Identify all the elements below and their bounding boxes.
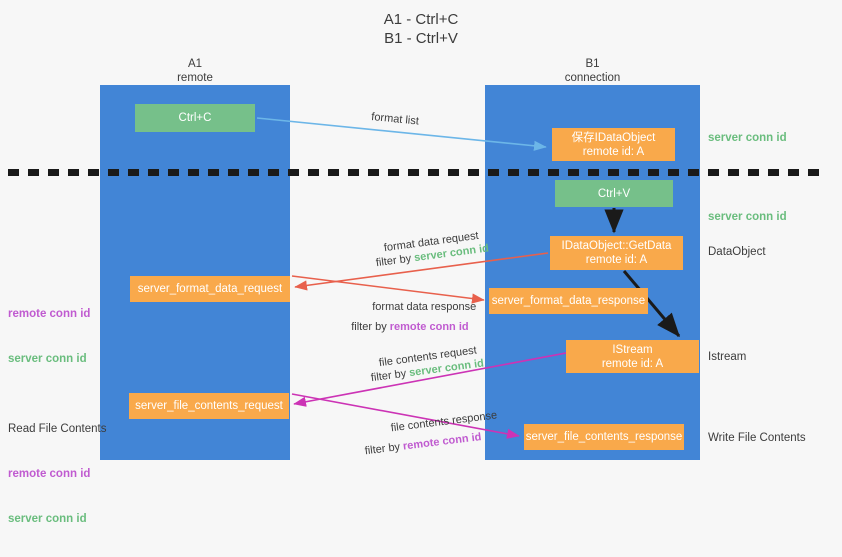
- filter-value-server-conn-id: server conn id: [413, 242, 490, 265]
- wire-label-format-data-response-filter: filter by remote conn id: [339, 305, 469, 350]
- filter-prefix: filter by: [351, 321, 390, 333]
- node-server-file-contents-response[interactable]: server_file_contents_response: [524, 424, 684, 450]
- wire-label-file-contents-response-filter: filter by remote conn id: [350, 415, 484, 475]
- right-label-server-conn-id-mid: server conn id: [708, 211, 787, 223]
- page-title-line-2: B1 - Ctrl+V: [384, 30, 458, 47]
- wire-label-format-list: format list: [370, 110, 420, 128]
- diagram-canvas: A1 - Ctrl+C B1 - Ctrl+V A1 remote B1 conn…: [0, 10, 842, 525]
- filter-prefix: filter by: [370, 367, 410, 385]
- wire-label-format-data-response-text: format data response: [372, 301, 477, 313]
- node-idataobject-getdata[interactable]: IDataObject::GetData remote id: A: [550, 236, 683, 270]
- node-istream[interactable]: IStream remote id: A: [566, 340, 699, 373]
- node-idataobject[interactable]: 保存IDataObject remote id: A: [552, 128, 675, 161]
- filter-prefix: filter by: [364, 440, 404, 458]
- node-ctrl-c[interactable]: Ctrl+C: [135, 104, 255, 132]
- left-label-server-conn-id-1: server conn id: [8, 353, 87, 365]
- node-server-format-data-request[interactable]: server_format_data_request: [130, 276, 290, 302]
- right-label-server-conn-id-top: server conn id: [708, 132, 787, 144]
- page-title-line-1: A1 - Ctrl+C: [383, 11, 459, 28]
- lane-header-a1: A1 remote: [177, 58, 213, 84]
- filter-value-server-conn-id: server conn id: [408, 357, 485, 380]
- left-label-remote-conn-id-2: remote conn id: [8, 468, 91, 480]
- left-label-read-file-contents: Read File Contents: [8, 423, 107, 435]
- wire-label-format-data-response: format data response: [360, 285, 476, 330]
- left-label-remote-conn-id-1: remote conn id: [8, 308, 91, 320]
- left-label-read-file-group: Read File Contents remote conn id server…: [8, 392, 106, 557]
- right-label-istream: Istream: [708, 351, 747, 363]
- lane-header-b1: B1 connection: [564, 58, 621, 84]
- filter-prefix: filter by: [375, 252, 415, 270]
- right-label-write-file-contents: Write File Contents: [708, 432, 806, 444]
- node-server-format-data-response[interactable]: server_format_data_response: [489, 288, 648, 314]
- node-server-file-contents-request[interactable]: server_file_contents_request: [129, 393, 289, 419]
- filter-value-remote-conn-id: remote conn id: [402, 431, 483, 453]
- left-label-server-conn-id-2: server conn id: [8, 513, 87, 525]
- filter-value-remote-conn-id: remote conn id: [389, 321, 469, 333]
- page-title: A1 - Ctrl+C B1 - Ctrl+V: [0, 10, 842, 48]
- left-label-conn-ids-top: remote conn id server conn id: [8, 277, 90, 397]
- right-label-dataobject: DataObject: [708, 246, 766, 258]
- node-ctrl-v[interactable]: Ctrl+V: [555, 180, 673, 207]
